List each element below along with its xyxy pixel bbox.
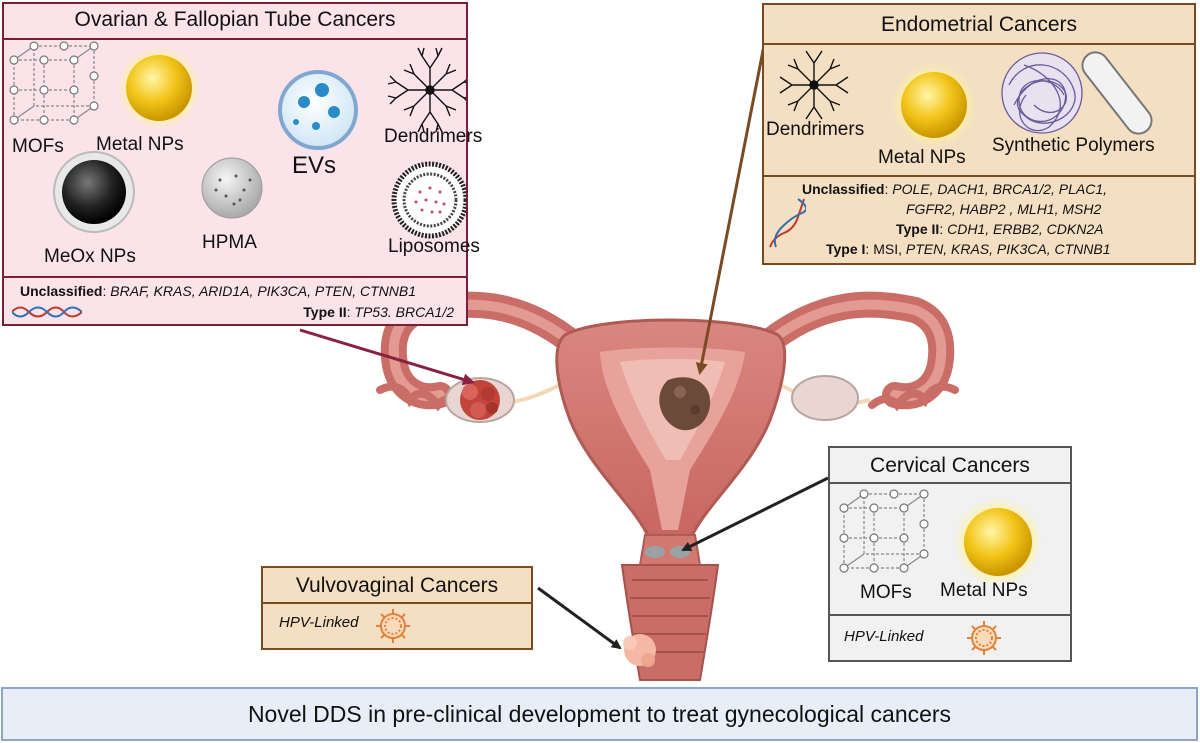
endometrial-type1: Type I: MSI, PTEN, KRAS, PIK3CA, CTNNB1 [826,241,1111,257]
ovarian-label-evs: EVs [292,152,337,179]
endometrial-unclassified-cont: FGFR2, HABP2 , MLH1, MSH2 [906,201,1102,217]
ovarian-items [9,41,466,239]
endometrial-tumor [659,377,711,431]
virus-icon [376,609,410,643]
vulvovaginal-title-divider [263,602,531,604]
endometrial-label-dendrimers: Dendrimers [766,119,865,140]
cervical-hpv-divider [830,614,1070,616]
dendrimer-icon [387,47,466,133]
ovarian-panel: Ovarian & Fallopian Tube Cancers [2,2,482,326]
ovarian-label-mofs: MOFs [12,136,64,157]
vulvovaginal-title: Vulvovaginal Cancers [295,574,499,597]
meox-np-icon [53,151,135,233]
synthetic-polymer-icon [1001,52,1083,134]
endometrial-panel: Endometrial Cancers Dendrimers Metal NPs… [762,3,1196,265]
endometrial-title: Endometrial Cancers [880,13,1078,36]
ovarian-label-dendrimers: Dendrimers [384,126,483,147]
ovarian-label-liposomes: Liposomes [388,236,480,257]
cervical-title-divider [830,482,1070,484]
hpma-icon [201,157,263,219]
mof-icon [9,41,99,125]
cervical-label-mofs: MOFs [860,582,912,603]
endometrial-gene-divider [764,175,1194,177]
ovarian-tumor [460,380,500,420]
endometrial-label-synthetic-polymers: Synthetic Polymers [992,135,1155,156]
arrow-cervical [681,476,829,552]
ovarian-title-divider [4,38,466,40]
cervical-items [839,489,1042,586]
ovarian-label-hpma: HPMA [202,232,257,253]
endometrial-type2: Type II: CDH1, ERBB2, CDKN2A [896,221,1104,237]
ev-icon [278,70,358,150]
virus-icon [967,621,1001,655]
metal-np-icon [954,498,1042,586]
arrow-vulvovaginal [537,586,622,650]
ovarian-type2: Type II: TP53. BRCA1/2 [303,304,454,320]
vulvovaginal-tumor [623,634,656,667]
ovarian-label-meox-nps: MeOx NPs [44,246,136,267]
liposome-icon [391,161,466,239]
dendrimer-icon [779,50,849,120]
ovarian-title: Ovarian & Fallopian Tube Cancers [74,8,396,31]
endometrial-unclassified: Unclassified: POLE, DACH1, BRCA1/2, PLAC… [802,181,1108,197]
endometrial-label-metal-nps: Metal NPs [878,147,966,168]
ovarian-label-metal-nps: Metal NPs [96,134,184,155]
arrow-ovarian [299,328,475,386]
endometrial-items [779,50,1153,147]
arrow-endometrial [695,14,772,375]
ovarian-unclassified: Unclassified: BRAF, KRAS, ARID1A, PIK3CA… [20,283,417,299]
footer-banner: Novel DDS in pre-clinical development to… [1,687,1198,741]
vulvovaginal-hpv-label: HPV-Linked [279,614,359,631]
cervical-hpv-label: HPV-Linked [844,628,924,645]
vulvovaginal-panel: Vulvovaginal Cancers HPV-Linked [261,566,533,650]
ovarian-gene-divider [4,276,466,278]
endometrial-title-divider [764,43,1194,45]
mof-icon [839,489,929,573]
metal-np-icon [892,63,976,147]
cervical-panel: Cervical Cancers MOFs Metal NPs HPV-Link… [828,446,1072,662]
dna-icon [12,306,82,318]
cervical-label-metal-nps: Metal NPs [940,580,1028,601]
cervical-title: Cervical Cancers [870,454,1030,477]
footer-text: Novel DDS in pre-clinical development to… [247,700,952,727]
rod-icon [1081,51,1153,135]
dna-icon [769,198,806,248]
metal-np-icon [117,46,201,130]
